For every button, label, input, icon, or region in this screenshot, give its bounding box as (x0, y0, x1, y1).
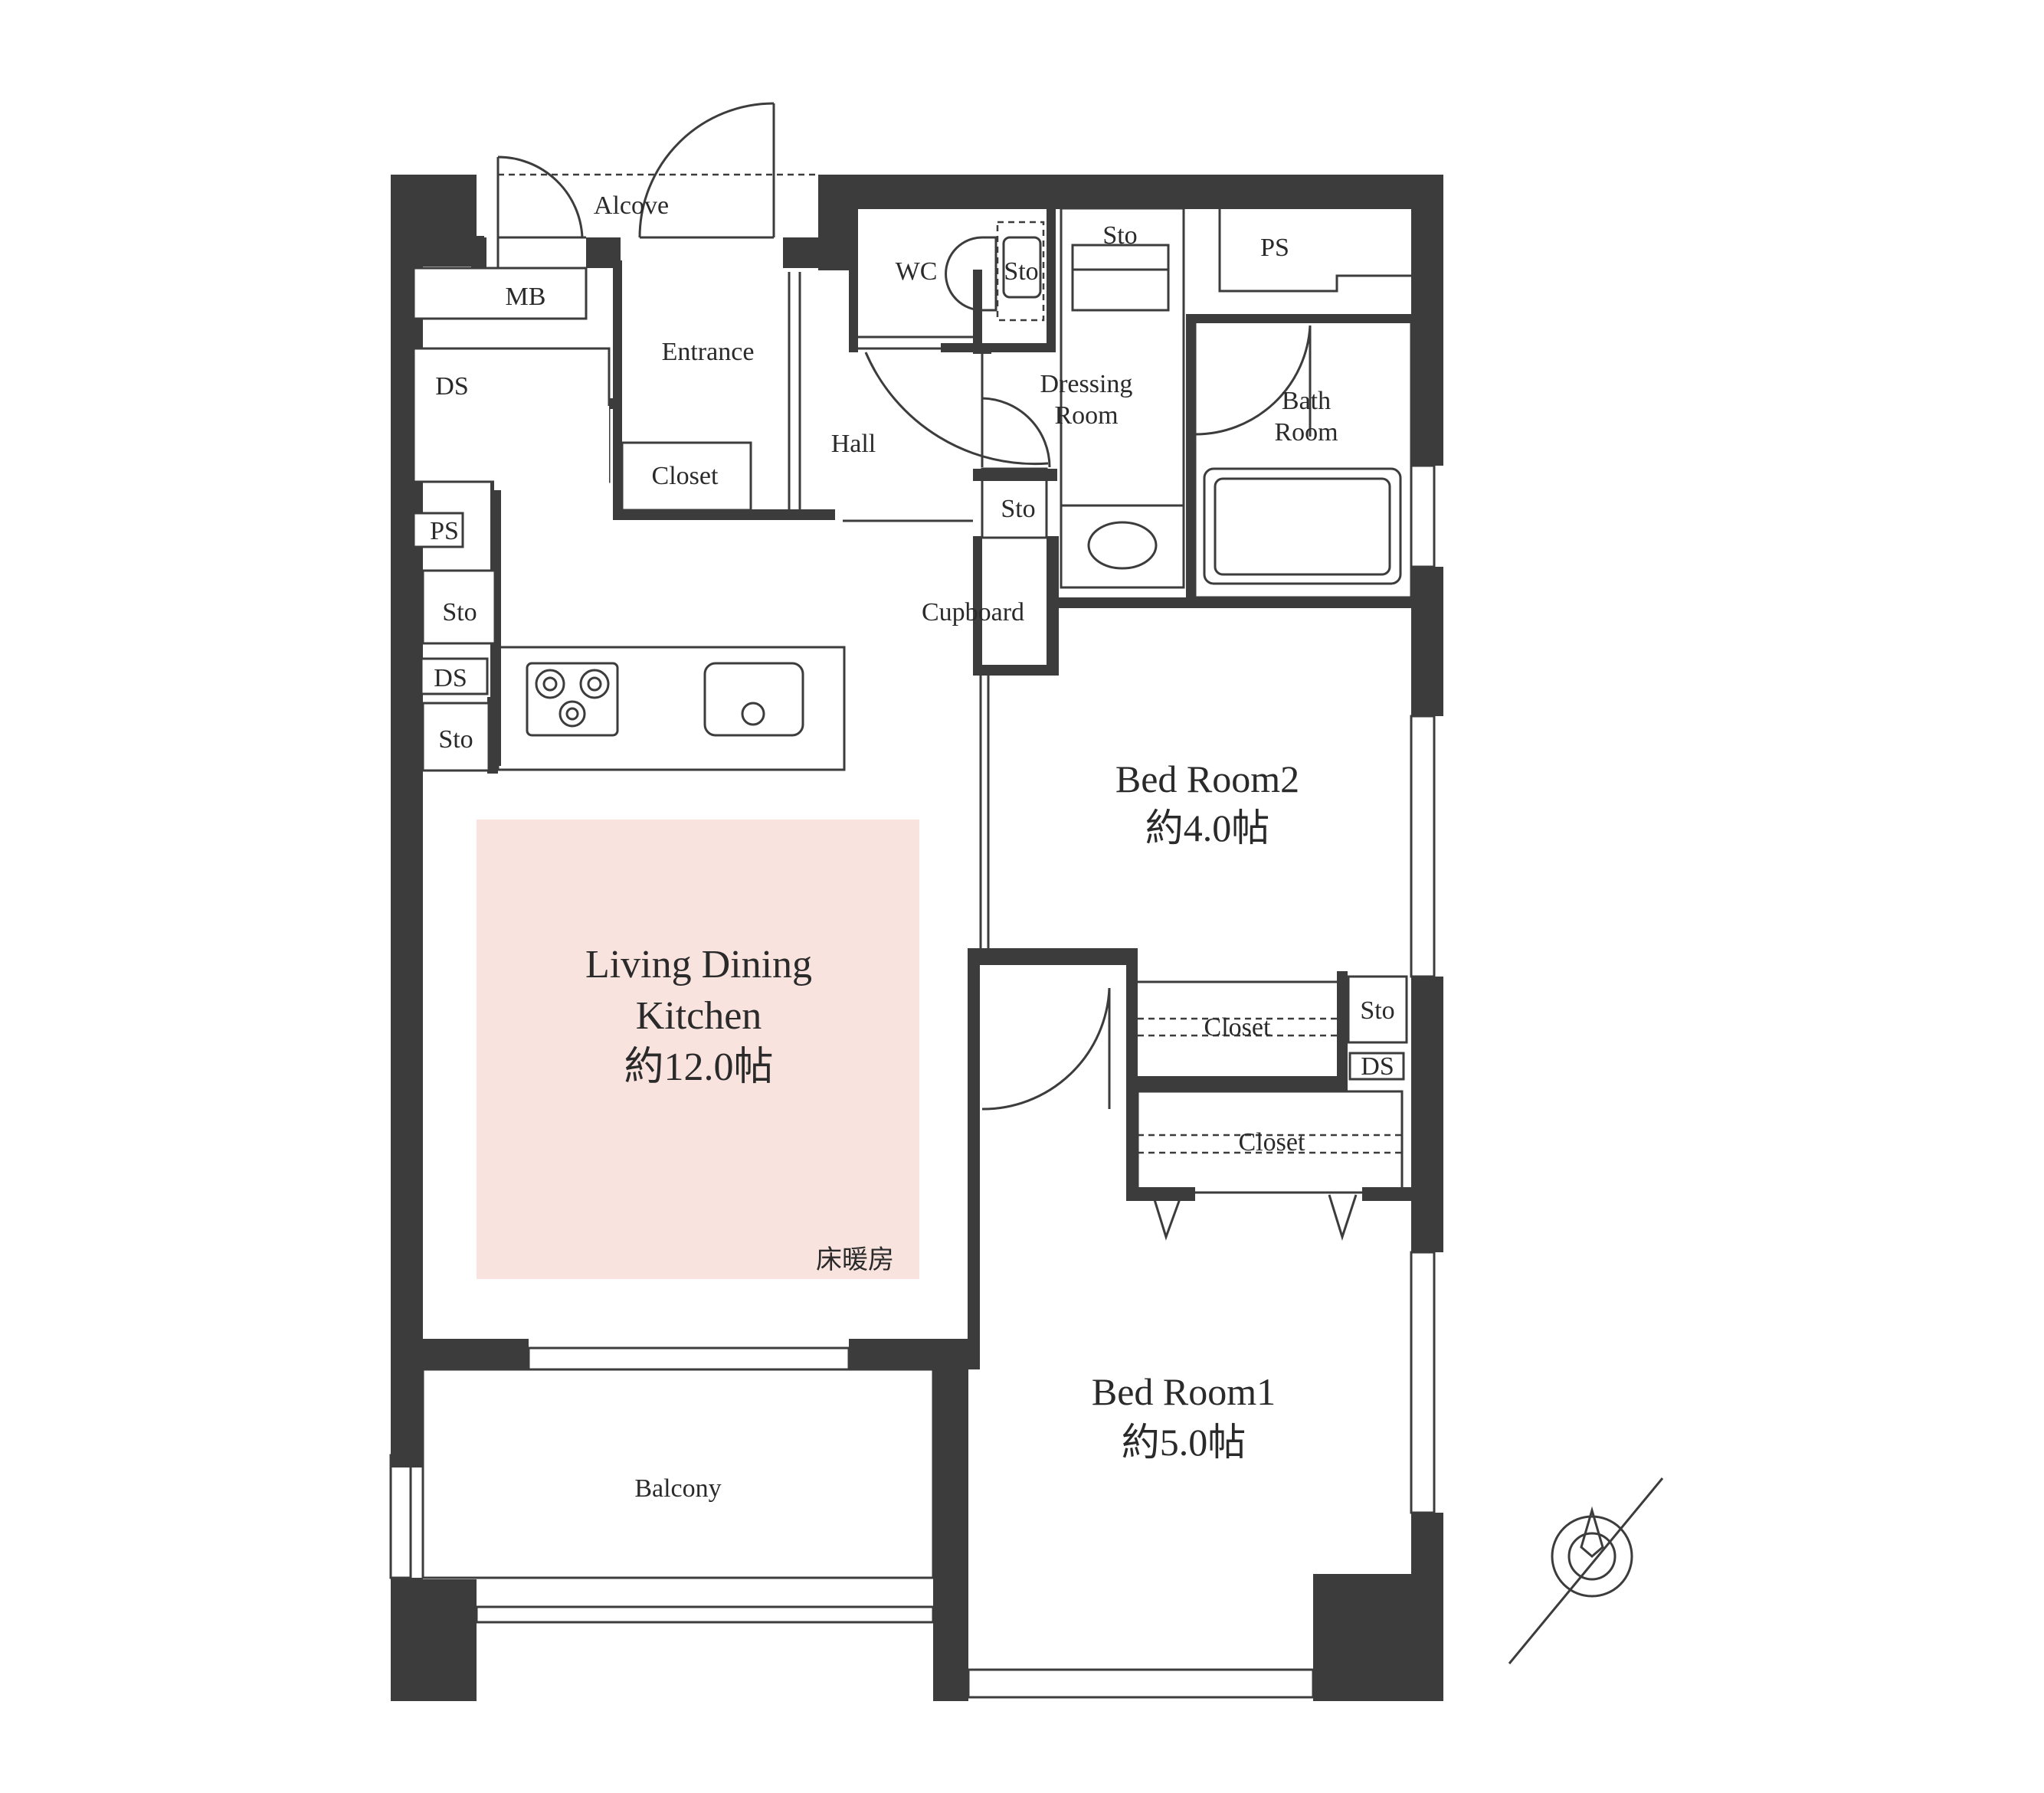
ldk-floor-heating-area (477, 820, 919, 1279)
closet-entrance-label: Closet (652, 462, 719, 490)
bath-room-label-1: Bath (1282, 387, 1331, 415)
interior-partitions (389, 207, 1436, 1699)
closet-br2-label: Closet (1204, 1013, 1271, 1042)
ds-left-2-label: DS (434, 664, 467, 692)
bedroom2-size: 約4.0帖 (1145, 807, 1270, 849)
toilet-icon (945, 221, 1045, 322)
hall-label: Hall (831, 430, 876, 458)
ps-left-label: PS (430, 517, 459, 545)
ldk-size: 約12.0帖 (624, 1045, 773, 1089)
sink-icon (703, 662, 804, 737)
bath-room-label-2: Room (1274, 418, 1338, 447)
outer-walls (391, 175, 1443, 1701)
mb-label: MB (506, 283, 546, 311)
ds-br2-label: DS (1361, 1052, 1394, 1081)
sto-left-1-label: Sto (442, 598, 477, 627)
balcony-label: Balcony (634, 1474, 721, 1503)
washbasin-icon (1071, 244, 1170, 570)
ldk-label-line2: Kitchen (636, 994, 762, 1038)
ps-top-label: PS (1260, 234, 1289, 262)
bedroom1-name: Bed Room1 (1092, 1370, 1276, 1413)
entrance-label: Entrance (662, 338, 755, 366)
room-labels: Alcove MB Entrance WC Sto Sto PS DS Clos… (430, 191, 1395, 1503)
dressing-room-label-2: Room (1054, 401, 1118, 430)
alcove-doors (471, 102, 818, 268)
bathtub-icon (1203, 467, 1402, 585)
wc-label: WC (896, 257, 938, 286)
hall-sto-label: Sto (1001, 495, 1035, 523)
ds-left-label: DS (435, 372, 468, 401)
sto-br2-label: Sto (1360, 996, 1394, 1025)
ldk-label-line1: Living Dining (585, 943, 812, 986)
bedroom2-name: Bed Room2 (1115, 757, 1299, 800)
dressing-sto-label: Sto (1102, 221, 1137, 250)
closet-br1-label: Closet (1239, 1128, 1305, 1157)
cupboard-label: Cupboard (922, 598, 1024, 627)
floor-heating-label: 床暖房 (816, 1245, 894, 1274)
sto-left-2-label: Sto (438, 725, 473, 754)
bedroom1-size: 約5.0帖 (1122, 1421, 1246, 1464)
dressing-room-label-1: Dressing (1040, 370, 1133, 398)
wc-sto-label: Sto (1004, 257, 1038, 286)
compass-icon (1508, 1477, 1664, 1664)
stove-icon (526, 662, 619, 737)
alcove-label: Alcove (594, 191, 669, 220)
